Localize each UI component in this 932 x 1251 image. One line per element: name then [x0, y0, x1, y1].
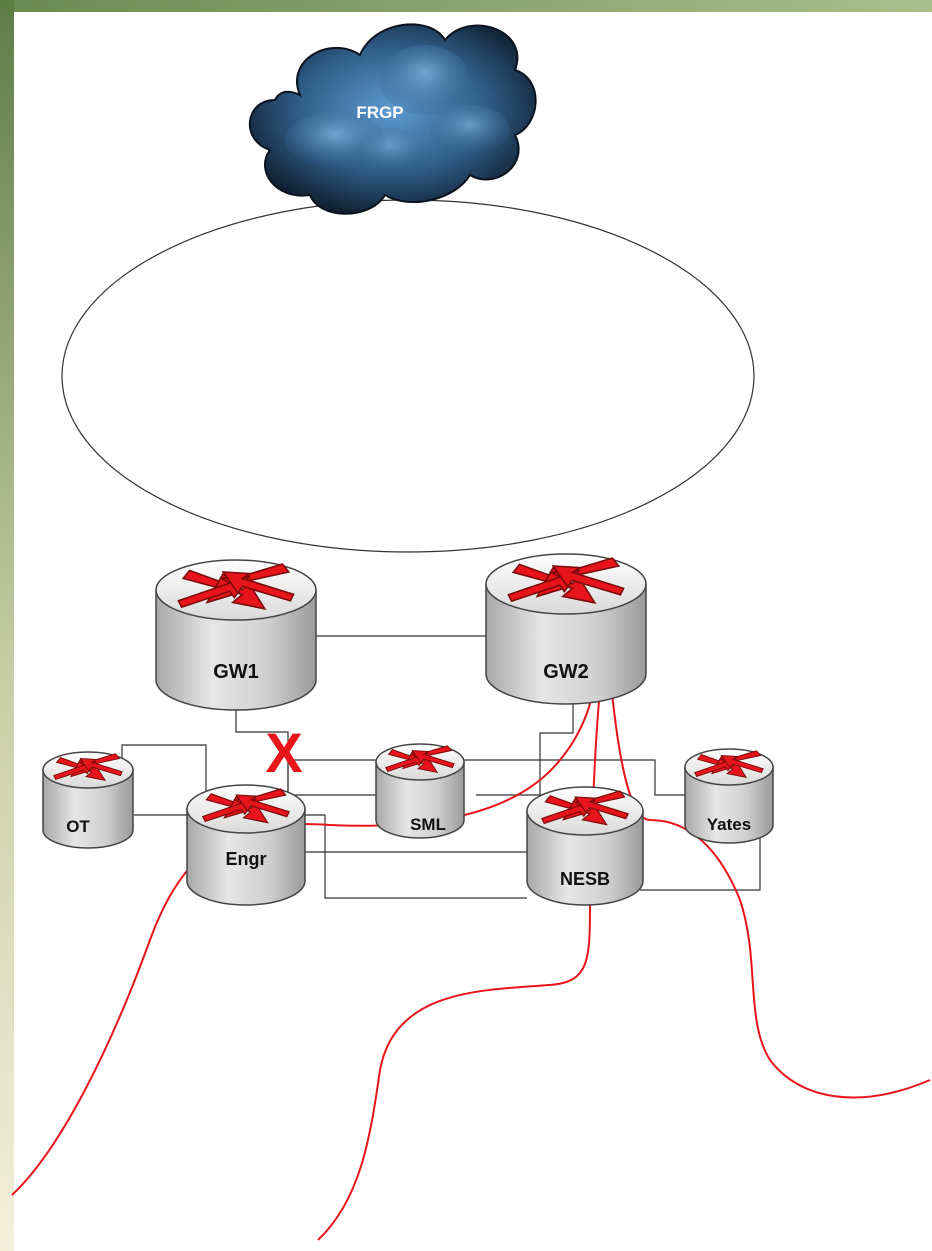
router-nesb: NESB: [526, 786, 644, 906]
router-label-ot: OT: [66, 817, 90, 836]
router-label-engr: Engr: [225, 849, 266, 869]
router-label-gw2: GW2: [543, 661, 589, 683]
router-label-gw1: GW1: [213, 661, 259, 683]
router-label-yates: Yates: [707, 815, 751, 834]
router-sml: SML: [375, 743, 465, 839]
frgp-cloud: FRGP: [248, 23, 537, 215]
router-gw1: GW1: [155, 559, 317, 711]
router-label-nesb: NESB: [560, 869, 610, 889]
cloud-label: FRGP: [356, 103, 403, 122]
traffic-path-yates: [609, 671, 931, 1099]
traffic-path-ot: [11, 671, 599, 1196]
slide-top-bar: [0, 0, 932, 12]
link-failure-mark: X: [265, 721, 302, 784]
slide-left-bar: [0, 0, 14, 1251]
router-label-sml: SML: [410, 815, 446, 834]
router-ot: OT: [42, 751, 134, 849]
router-gw2: GW2: [485, 553, 647, 705]
router-yates: Yates: [684, 748, 774, 844]
backbone-ring: [61, 199, 755, 553]
link-gw2-nesb: [539, 700, 574, 800]
router-engr: Engr: [186, 784, 306, 906]
traffic-paths: [11, 664, 931, 1241]
